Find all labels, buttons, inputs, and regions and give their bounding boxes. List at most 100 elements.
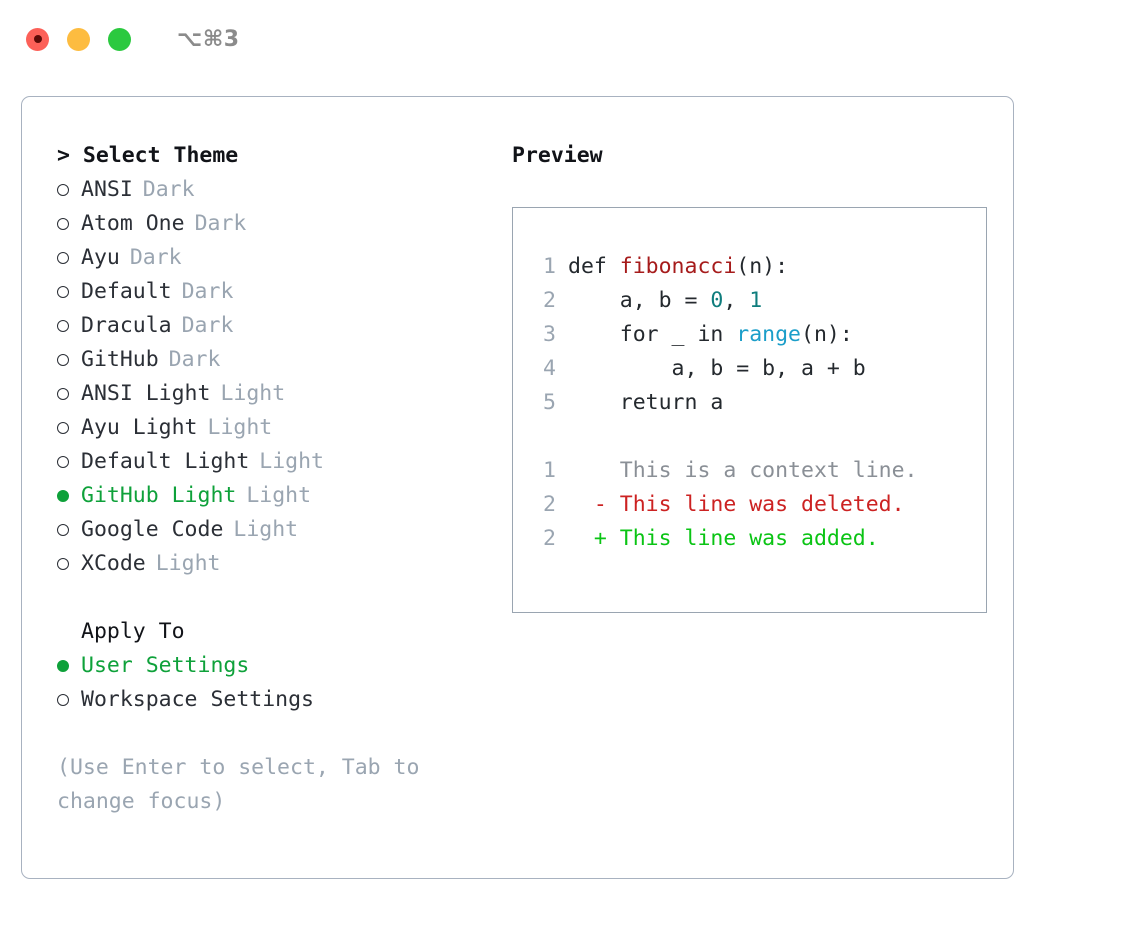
maximize-button[interactable]	[108, 27, 131, 51]
radio-unselected-icon	[57, 252, 69, 264]
code-content: for _ in range(n):	[568, 318, 853, 352]
code-line: 4 a, b = b, a + b	[530, 352, 986, 386]
radio-unselected-icon	[57, 184, 69, 196]
theme-option-label: Default Light	[81, 449, 250, 474]
apply-to-heading: Apply To	[57, 615, 502, 649]
token-plain: a, b = b, a + b	[568, 356, 866, 381]
line-number: 2	[543, 288, 556, 313]
line-number: 5	[543, 390, 556, 415]
theme-option-dracula[interactable]: Dracula Dark	[57, 309, 502, 343]
line-number: 2	[543, 526, 556, 551]
token-plain: ,	[723, 288, 750, 313]
theme-option-variant-tag: Dark	[168, 347, 221, 372]
code-content: def fibonacci(n):	[568, 250, 788, 284]
select-theme-heading: > Select Theme	[57, 143, 239, 168]
code-line: 5 return a	[530, 386, 986, 420]
apply-to-option-workspace-settings[interactable]: Workspace Settings	[57, 683, 502, 717]
theme-option-variant-tag: Light	[220, 381, 286, 406]
minimize-button[interactable]	[67, 27, 90, 51]
theme-option-label: Atom One	[81, 211, 185, 236]
theme-option-atom-one[interactable]: Atom One Dark	[57, 207, 502, 241]
theme-option-label: GitHub	[81, 347, 159, 372]
theme-option-default[interactable]: Default Dark	[57, 275, 502, 309]
token-builtin: range	[736, 322, 802, 347]
token-func: fibonacci	[619, 254, 737, 279]
apply-to-option-user-settings[interactable]: User Settings	[57, 649, 502, 683]
radio-unselected-icon	[57, 524, 69, 536]
apply-to-option-label: User Settings	[81, 653, 250, 678]
radio-selected-icon	[57, 490, 69, 502]
diff-content: + This line was added.	[568, 526, 879, 551]
radio-selected-icon	[57, 660, 69, 672]
code-content: a, b = b, a + b	[568, 352, 866, 386]
theme-option-default-light[interactable]: Default Light Light	[57, 445, 502, 479]
code-spacer	[530, 420, 986, 454]
code-line: 2 a, b = 0, 1	[530, 284, 986, 318]
radio-unselected-icon	[57, 354, 69, 366]
theme-option-label: XCode	[81, 551, 146, 576]
theme-option-variant-tag: Dark	[181, 279, 234, 304]
radio-unselected-icon	[57, 694, 69, 706]
token-num: 0	[710, 288, 724, 313]
theme-option-label: Dracula	[81, 313, 172, 338]
diff-line-del: 2 - This line was deleted.	[530, 488, 986, 522]
line-number: 1	[543, 254, 556, 279]
theme-option-github[interactable]: GitHub Dark	[57, 343, 502, 377]
preview-heading: Preview	[512, 143, 603, 168]
token-plain: return a	[568, 390, 724, 415]
theme-option-variant-tag: Light	[246, 483, 312, 508]
theme-option-variant-tag: Light	[155, 551, 221, 576]
line-number: 2	[543, 492, 556, 517]
theme-option-variant-tag: Dark	[129, 245, 182, 270]
theme-option-variant-tag: Dark	[194, 211, 247, 236]
diff-block: 1 This is a context line.2 - This line w…	[530, 454, 986, 556]
theme-option-label: Google Code	[81, 517, 224, 542]
token-plain: (n):	[801, 322, 853, 347]
theme-option-label: Ayu Light	[81, 415, 198, 440]
theme-option-variant-tag: Dark	[142, 177, 195, 202]
radio-unselected-icon	[57, 558, 69, 570]
diff-line-add: 2 + This line was added.	[530, 522, 986, 556]
theme-option-xcode[interactable]: XCode Light	[57, 547, 502, 581]
radio-unselected-icon	[57, 320, 69, 332]
theme-option-ansi[interactable]: ANSI Dark	[57, 173, 502, 207]
token-plain: for _ in	[568, 322, 737, 347]
theme-option-variant-tag: Light	[207, 415, 273, 440]
theme-option-ayu-light[interactable]: Ayu Light Light	[57, 411, 502, 445]
apply-to-option-label: Workspace Settings	[81, 687, 314, 712]
line-number: 4	[543, 356, 556, 381]
radio-unselected-icon	[57, 218, 69, 230]
diff-line-ctx: 1 This is a context line.	[530, 454, 986, 488]
theme-option-label: ANSI	[81, 177, 133, 202]
theme-option-variant-tag: Dark	[181, 313, 234, 338]
token-plain: def	[568, 254, 620, 279]
theme-option-ayu[interactable]: Ayu Dark	[57, 241, 502, 275]
token-plain: (n):	[736, 254, 789, 279]
theme-option-label: Ayu	[81, 245, 120, 270]
theme-option-variant-tag: Light	[259, 449, 325, 474]
close-button[interactable]	[26, 27, 49, 51]
diff-content: - This line was deleted.	[568, 492, 905, 517]
code-content: a, b = 0, 1	[568, 284, 762, 318]
radio-unselected-icon	[57, 388, 69, 400]
apply-to-label: Apply To	[81, 619, 185, 644]
radio-unselected-icon	[57, 286, 69, 298]
token-num: 1	[749, 288, 763, 313]
token-plain: a, b =	[568, 288, 711, 313]
diff-content: This is a context line.	[568, 458, 918, 483]
code-content: return a	[568, 386, 724, 420]
code-line: 3 for _ in range(n):	[530, 318, 986, 352]
spacer-bullet	[57, 626, 69, 638]
theme-option-label: Default	[81, 279, 172, 304]
